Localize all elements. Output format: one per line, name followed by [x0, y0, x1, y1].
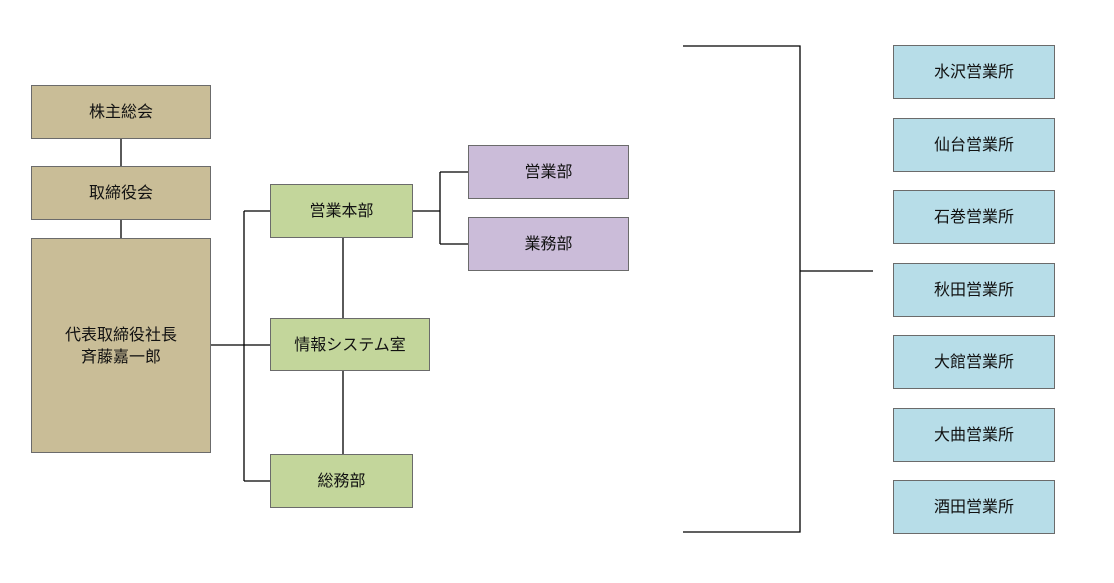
- branch-label: 仙台営業所: [933, 135, 1014, 155]
- ceo-name: 斉藤嘉一郎: [80, 346, 161, 366]
- it-office-label: 情報システム室: [294, 334, 406, 354]
- sales-hq-label: 営業本部: [309, 201, 374, 221]
- bracket-branches: [683, 45, 801, 533]
- branch-label: 大館営業所: [933, 352, 1014, 372]
- branch-box: 大曲営業所: [893, 408, 1055, 462]
- sales-hq-box: 営業本部: [270, 184, 413, 238]
- branch-box: 大館営業所: [893, 335, 1055, 389]
- branch-label: 水沢営業所: [933, 62, 1014, 82]
- sales-dept-label: 営業部: [524, 162, 573, 182]
- ceo-title: 代表取締役社長: [64, 324, 177, 344]
- board-of-directors-box: 取締役会: [31, 166, 211, 220]
- sales-dept-box: 営業部: [468, 145, 629, 199]
- branch-label: 大曲営業所: [933, 425, 1014, 445]
- branch-box: 仙台営業所: [893, 118, 1055, 172]
- shareholders-meeting-label: 株主総会: [88, 102, 153, 122]
- ceo-box: 代表取締役社長 斉藤嘉一郎: [31, 238, 211, 453]
- branch-box: 秋田営業所: [893, 263, 1055, 317]
- board-of-directors-label: 取締役会: [88, 183, 153, 203]
- it-office-box: 情報システム室: [270, 318, 430, 371]
- branch-label: 酒田営業所: [933, 497, 1014, 517]
- branch-label: 秋田営業所: [933, 280, 1014, 300]
- general-affairs-label: 総務部: [317, 471, 366, 491]
- branch-label: 石巻営業所: [933, 207, 1014, 227]
- shareholders-meeting-box: 株主総会: [31, 85, 211, 139]
- business-dept-box: 業務部: [468, 217, 629, 271]
- branch-box: 石巻営業所: [893, 190, 1055, 244]
- business-dept-label: 業務部: [524, 234, 573, 254]
- general-affairs-box: 総務部: [270, 454, 413, 508]
- branch-box: 酒田営業所: [893, 480, 1055, 534]
- branch-box: 水沢営業所: [893, 45, 1055, 99]
